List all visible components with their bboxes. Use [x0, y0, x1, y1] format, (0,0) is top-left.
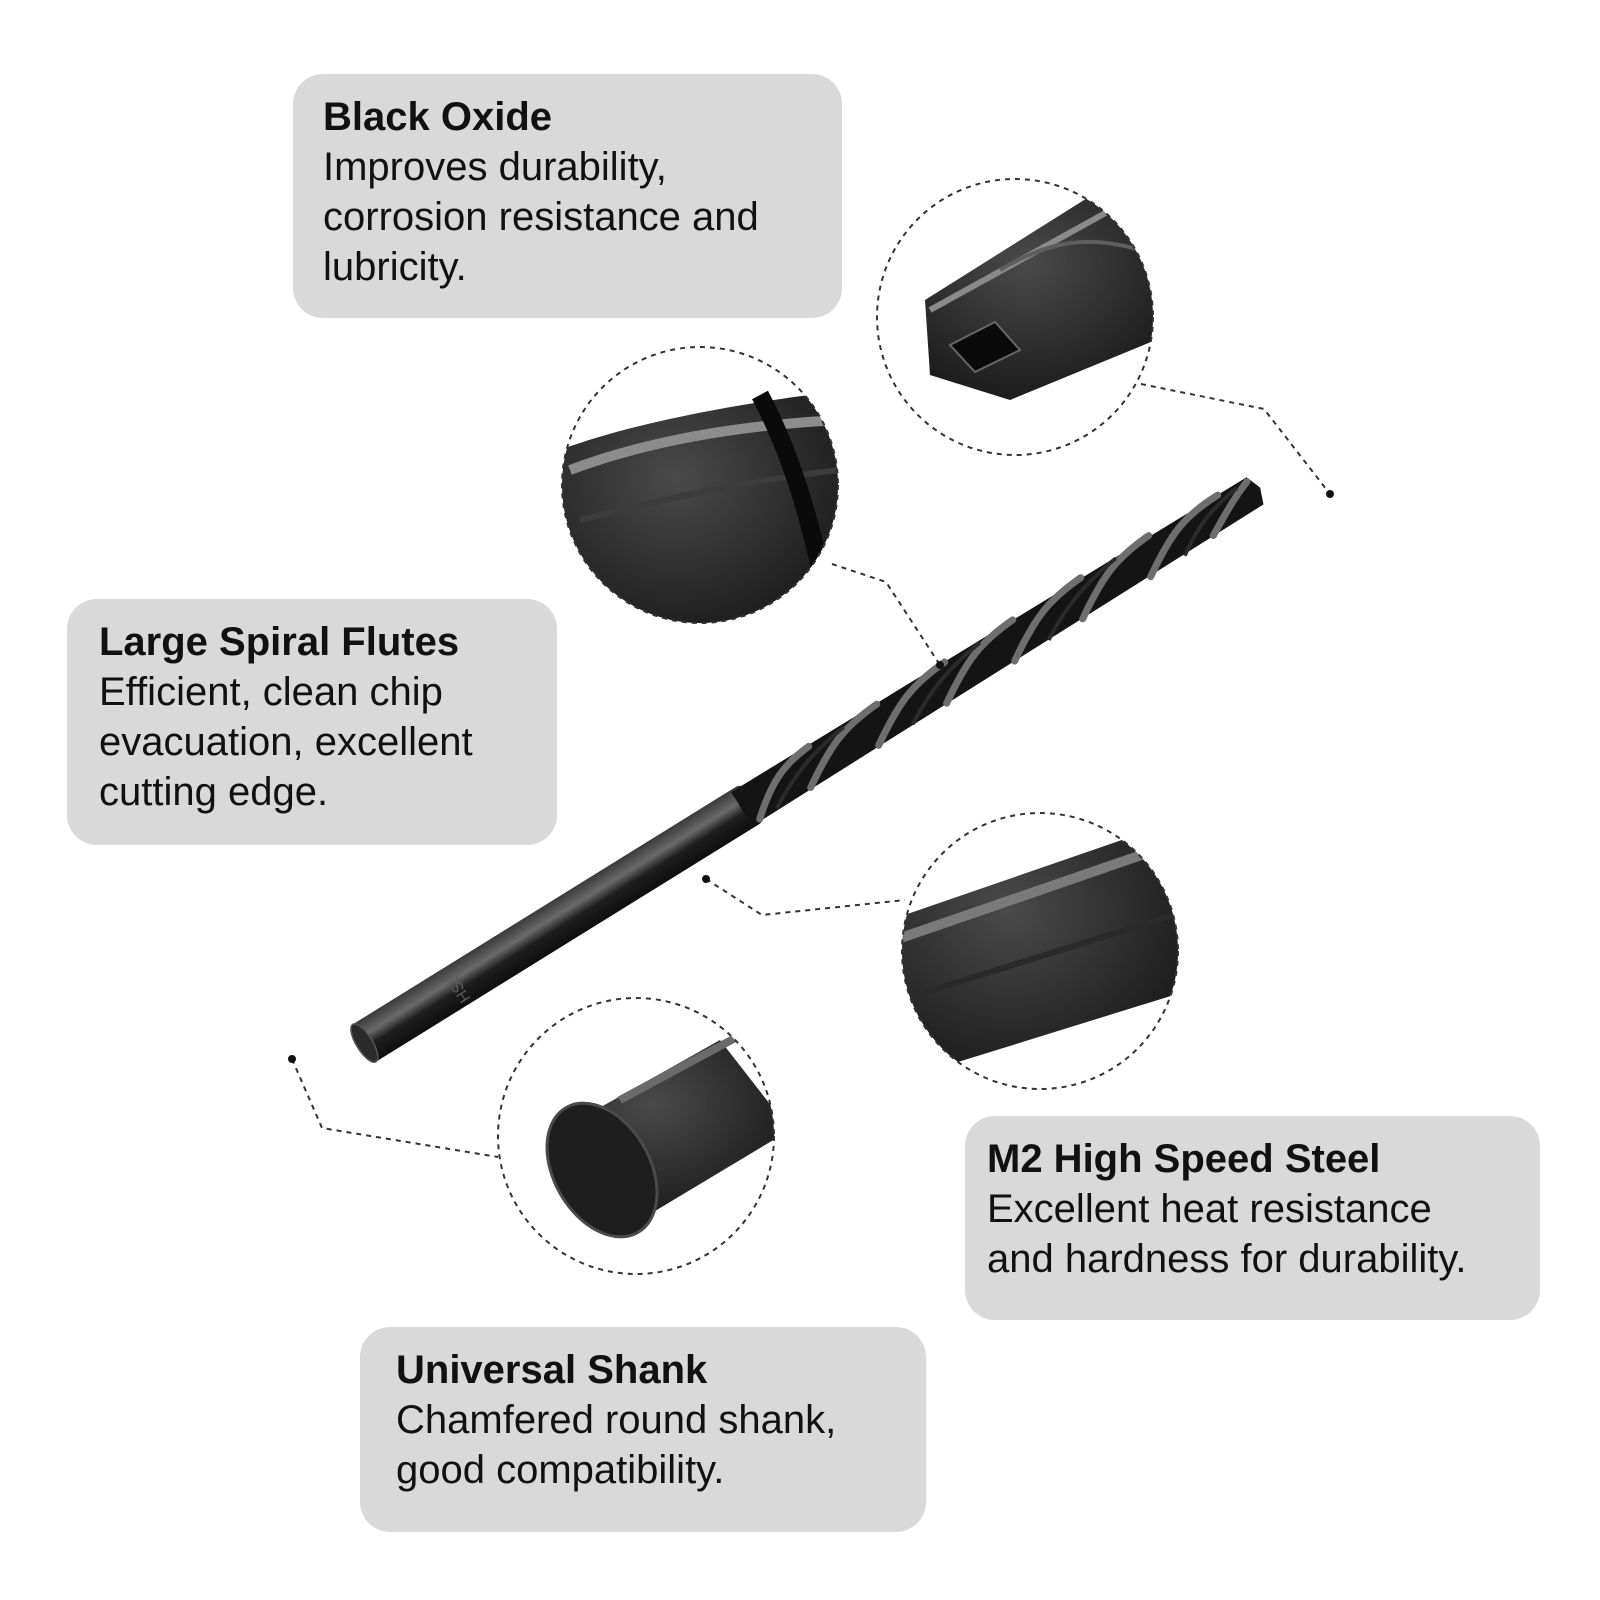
leader-line-flutes: [831, 563, 941, 666]
callout-high-speed-steel: M2 High Speed Steel Excellent heat resis…: [965, 1116, 1540, 1320]
callout-universal-shank: Universal Shank Chamfered round shank, g…: [360, 1327, 926, 1532]
callout-line: good compatibility.: [396, 1448, 725, 1492]
spiral-flutes: [756, 478, 1251, 823]
leader-line-shank: [291, 1058, 499, 1158]
callout-line: and hardness for durability.: [987, 1237, 1467, 1281]
anchor-dot-shank: [288, 1055, 296, 1063]
leader-line-steel: [705, 878, 906, 917]
callout-title: Universal Shank: [396, 1348, 708, 1392]
callout-line: lubricity.: [323, 245, 467, 289]
callout-title: Black Oxide: [323, 95, 553, 139]
callout-black-oxide: Black Oxide Improves durability, corrosi…: [293, 74, 842, 318]
anchor-dot-flutes: [936, 661, 944, 669]
callout-line: Efficient, clean chip: [99, 670, 443, 714]
callout-title: M2 High Speed Steel: [987, 1137, 1381, 1181]
leader-lines: [291, 383, 1331, 1158]
callout-title: Large Spiral Flutes: [99, 620, 460, 664]
zoom-shank: [497, 997, 775, 1275]
callout-line: evacuation, excellent: [99, 720, 473, 764]
callout-line: Chamfered round shank,: [396, 1398, 837, 1442]
callout-line: Excellent heat resistance: [987, 1187, 1432, 1231]
drill-flute-body: [731, 477, 1264, 827]
callout-spiral-flutes: Large Spiral Flutes Efficient, clean chi…: [67, 599, 557, 845]
anchor-dot-steel: [702, 875, 710, 883]
callout-line: corrosion resistance and: [323, 195, 759, 239]
zoom-steel: [901, 812, 1179, 1090]
zoom-flutes: [561, 346, 839, 624]
anchor-dot-tip: [1326, 490, 1334, 498]
callout-line: Improves durability,: [323, 145, 667, 189]
zoom-tip: [876, 178, 1154, 456]
shank-end-face: [350, 1023, 379, 1063]
drill-bit: HSS: [350, 477, 1264, 1063]
drill-shank: [352, 785, 763, 1062]
callout-line: cutting edge.: [99, 770, 329, 814]
leader-line-tip: [1140, 383, 1331, 495]
